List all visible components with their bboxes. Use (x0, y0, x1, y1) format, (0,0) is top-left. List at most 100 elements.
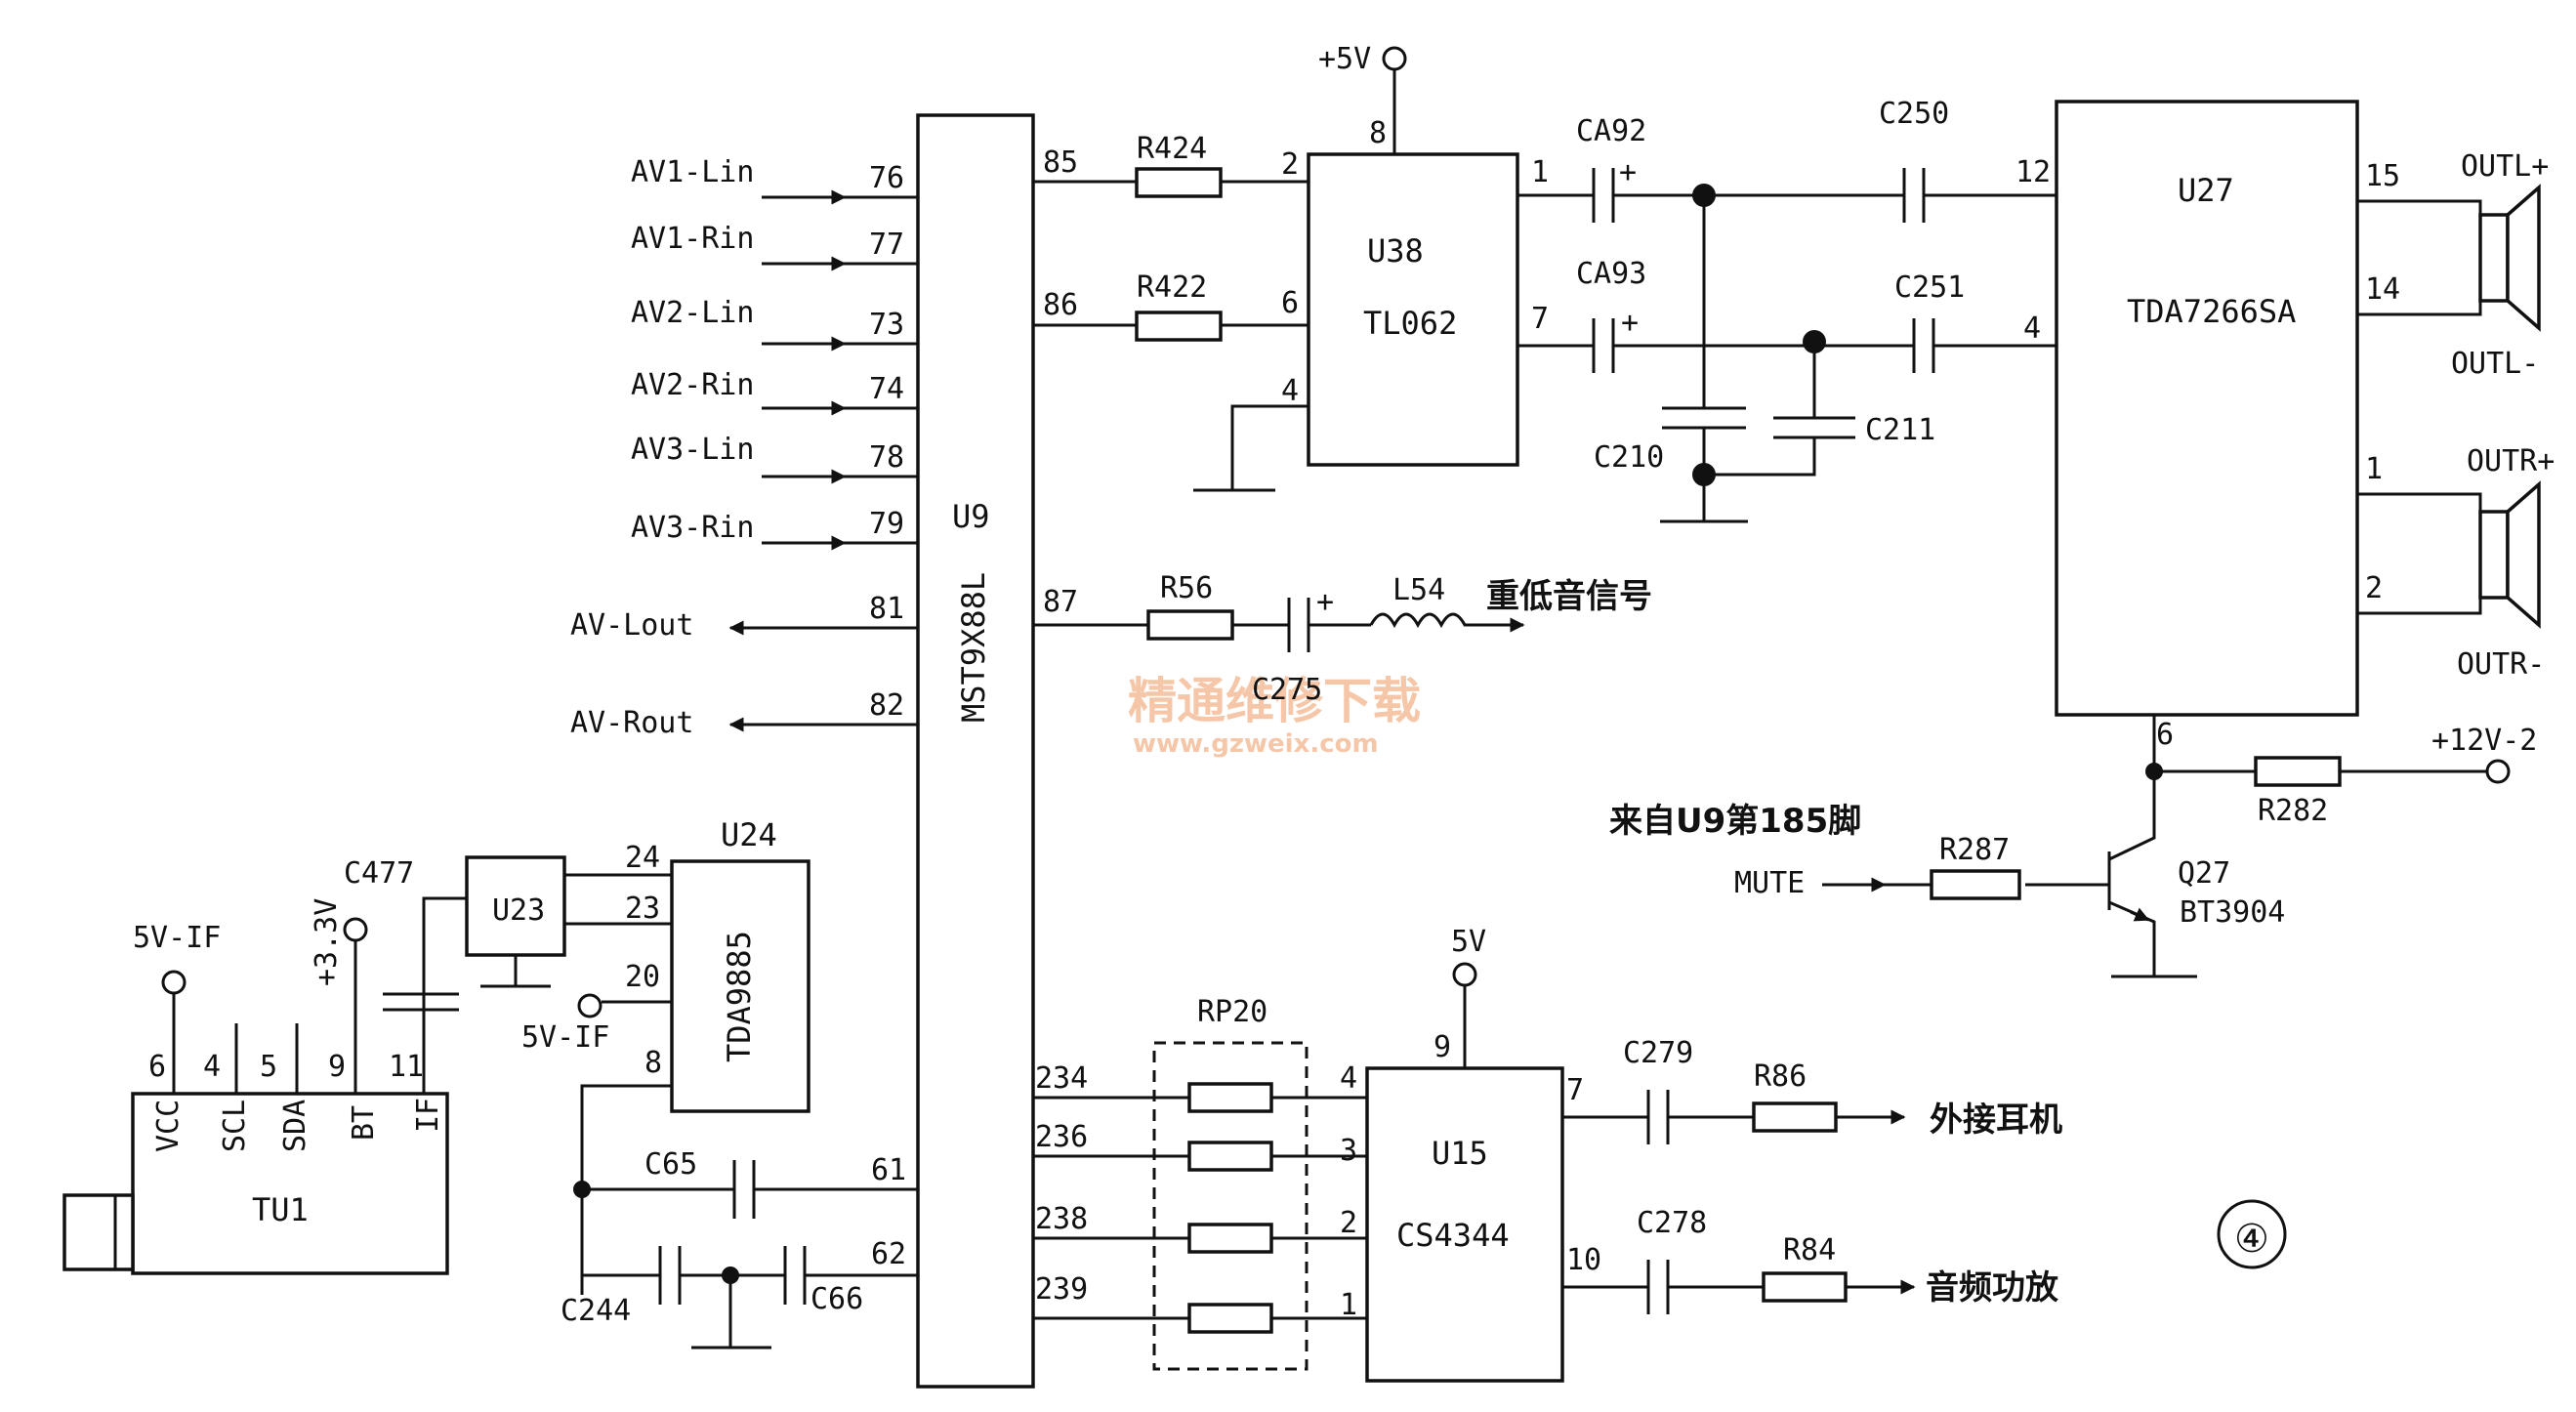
figure-number: ④ (2217, 1199, 2287, 1269)
tu1-ref: TU1 (252, 1191, 309, 1228)
q27-part: BT3904 (2180, 895, 2285, 930)
u9-outputs: AV-Lout AV-Rout 81 82 (570, 592, 918, 740)
input-label-av1-rin: AV1-Rin (631, 222, 754, 256)
u38-chip: U38 TL062 2 6 4 8 1 7 +5V (1193, 42, 1549, 492)
plus-c275: + (1316, 585, 1334, 619)
tu1-block: TU1 5V-IF +3.3V 6 4 5 9 11 VCC SCL SDA B… (62, 896, 467, 1275)
u38-input-network: 85 86 R424 R422 (1033, 132, 1309, 342)
rail-plus33v: +3.3V (310, 898, 344, 986)
u27-pin-6: 6 (2156, 718, 2174, 752)
u15-pin-4: 4 (1340, 1061, 1357, 1096)
u9-pin-234: 234 (1035, 1061, 1088, 1096)
amp-label: 音频功放 (1926, 1268, 2058, 1308)
c275-label: C275 (1252, 673, 1322, 707)
u15-pin-9: 9 (1433, 1030, 1451, 1064)
u9-pin-85: 85 (1043, 145, 1078, 180)
u27-pin-1: 1 (2365, 452, 2383, 486)
u24-pin-23: 23 (625, 892, 660, 926)
rp20-network: RP20 234 236 238 239 (1033, 995, 1367, 1371)
outr-plus-label: OUTR+ (2467, 444, 2555, 478)
tu1-pin-4: 4 (203, 1050, 221, 1084)
u9-pin-76: 76 (869, 161, 904, 195)
u24-ref: U24 (721, 816, 777, 853)
u9-pin-82: 82 (869, 688, 904, 723)
c210-label: C210 (1594, 440, 1664, 475)
mute-source-label: 来自U9第185脚 (1609, 802, 1861, 841)
u9-pin-86: 86 (1043, 288, 1078, 322)
r56-label: R56 (1160, 571, 1213, 605)
u9-pin-239: 239 (1035, 1272, 1088, 1307)
tu1-pin-name-sda: SDA (278, 1100, 312, 1152)
plus-ca93: + (1621, 306, 1639, 340)
tu1-pin-9: 9 (328, 1050, 346, 1084)
u9-pin-87: 87 (1043, 585, 1078, 619)
coupling-network: + CA92 C250 + CA93 C251 C210 C211 (1517, 97, 2057, 523)
subwoofer-path: + 87 R56 C275 L54 重低音信号 (1033, 571, 1652, 707)
u15-chip: U15 CS4344 4 3 2 1 9 7 10 5V C279 R86 外接… (1340, 925, 2062, 1383)
outr-minus-label: OUTR- (2457, 647, 2545, 682)
r422-label: R422 (1137, 270, 1207, 305)
u9-pin-79: 79 (869, 507, 904, 541)
rail-plus12v: +12V-2 (2431, 724, 2537, 758)
u9-pin-81: 81 (869, 592, 904, 626)
u38-pin-1: 1 (1531, 155, 1549, 189)
u38-pin-7: 7 (1531, 302, 1549, 336)
u38-part: TL062 (1363, 305, 1457, 342)
input-label-av3-lin: AV3-Lin (631, 433, 754, 467)
outl-minus-label: OUTL- (2451, 347, 2539, 381)
figure-number-glyph: ④ (2234, 1217, 2269, 1262)
u15-pin-2: 2 (1340, 1206, 1357, 1240)
r287-label: R287 (1939, 833, 2010, 867)
subwoofer-label: 重低音信号 (1486, 577, 1652, 616)
u24-pin-20: 20 (625, 960, 660, 994)
output-label-av-lout: AV-Lout (570, 608, 693, 643)
watermark-line1: 精通维修下载 (1128, 673, 1421, 729)
r424-label: R424 (1137, 132, 1207, 166)
l54-label: L54 (1392, 573, 1445, 607)
r86-label: R86 (1754, 1059, 1807, 1094)
u9-chip: U9 MST9X88L (916, 113, 1035, 1389)
u38-ref: U38 (1367, 232, 1424, 270)
mute-label: MUTE (1734, 866, 1805, 900)
u9-pin-61: 61 (871, 1153, 906, 1187)
outl-plus-label: OUTL+ (2461, 149, 2549, 184)
u9-pin-238: 238 (1035, 1202, 1088, 1236)
q27-ref: Q27 (2178, 856, 2230, 891)
u9-pin-74: 74 (869, 372, 904, 406)
watermark-line2: www.gzweix.com (1133, 729, 1379, 759)
input-label-av2-rin: AV2-Rin (631, 368, 754, 402)
speaker-right: OUTR+ OUTR- (2357, 444, 2555, 682)
input-label-av1-lin: AV1-Lin (631, 155, 754, 189)
u38-pin-2: 2 (1281, 147, 1299, 182)
c278-label: C278 (1637, 1206, 1707, 1240)
u38-pin-4: 4 (1281, 374, 1299, 408)
u23-ref: U23 (492, 893, 545, 928)
input-label-av2-lin: AV2-Lin (631, 296, 754, 330)
tu1-pin-11: 11 (389, 1050, 424, 1084)
u9-inputs: AV1-Lin AV1-Rin AV2-Lin AV2-Rin AV3-Lin … (631, 155, 918, 551)
tu1-pin-name-scl: SCL (218, 1100, 252, 1152)
r84-label: R84 (1783, 1233, 1836, 1267)
tu1-pin-name-if: IF (411, 1098, 445, 1133)
output-label-av-rout: AV-Rout (570, 706, 693, 740)
u9-part: MST9X88L (955, 572, 992, 723)
u27-chip: U27 TDA7266SA 12 4 15 14 1 2 6 (2015, 100, 2400, 752)
u15-pin-7: 7 (1566, 1073, 1584, 1107)
input-label-av3-rin: AV3-Rin (631, 511, 754, 545)
c250-label: C250 (1879, 97, 1949, 131)
u27-part: TDA7266SA (2127, 293, 2296, 330)
u27-pin-14: 14 (2365, 272, 2400, 307)
c65-label: C65 (644, 1147, 697, 1182)
u9-pin-73: 73 (869, 308, 904, 342)
r282-label: R282 (2258, 794, 2328, 828)
c477-label: C477 (344, 856, 414, 891)
u24-pin-24: 24 (625, 841, 660, 875)
u38-pin-8: 8 (1369, 116, 1387, 150)
c66-label: C66 (810, 1282, 863, 1316)
rail-plus5v-top: +5V (1318, 42, 1371, 76)
u9-ref: U9 (952, 498, 990, 535)
speaker-left: OUTL+ OUTL- (2357, 149, 2549, 381)
ca92-label: CA92 (1576, 114, 1646, 148)
rp20-label: RP20 (1197, 995, 1267, 1029)
